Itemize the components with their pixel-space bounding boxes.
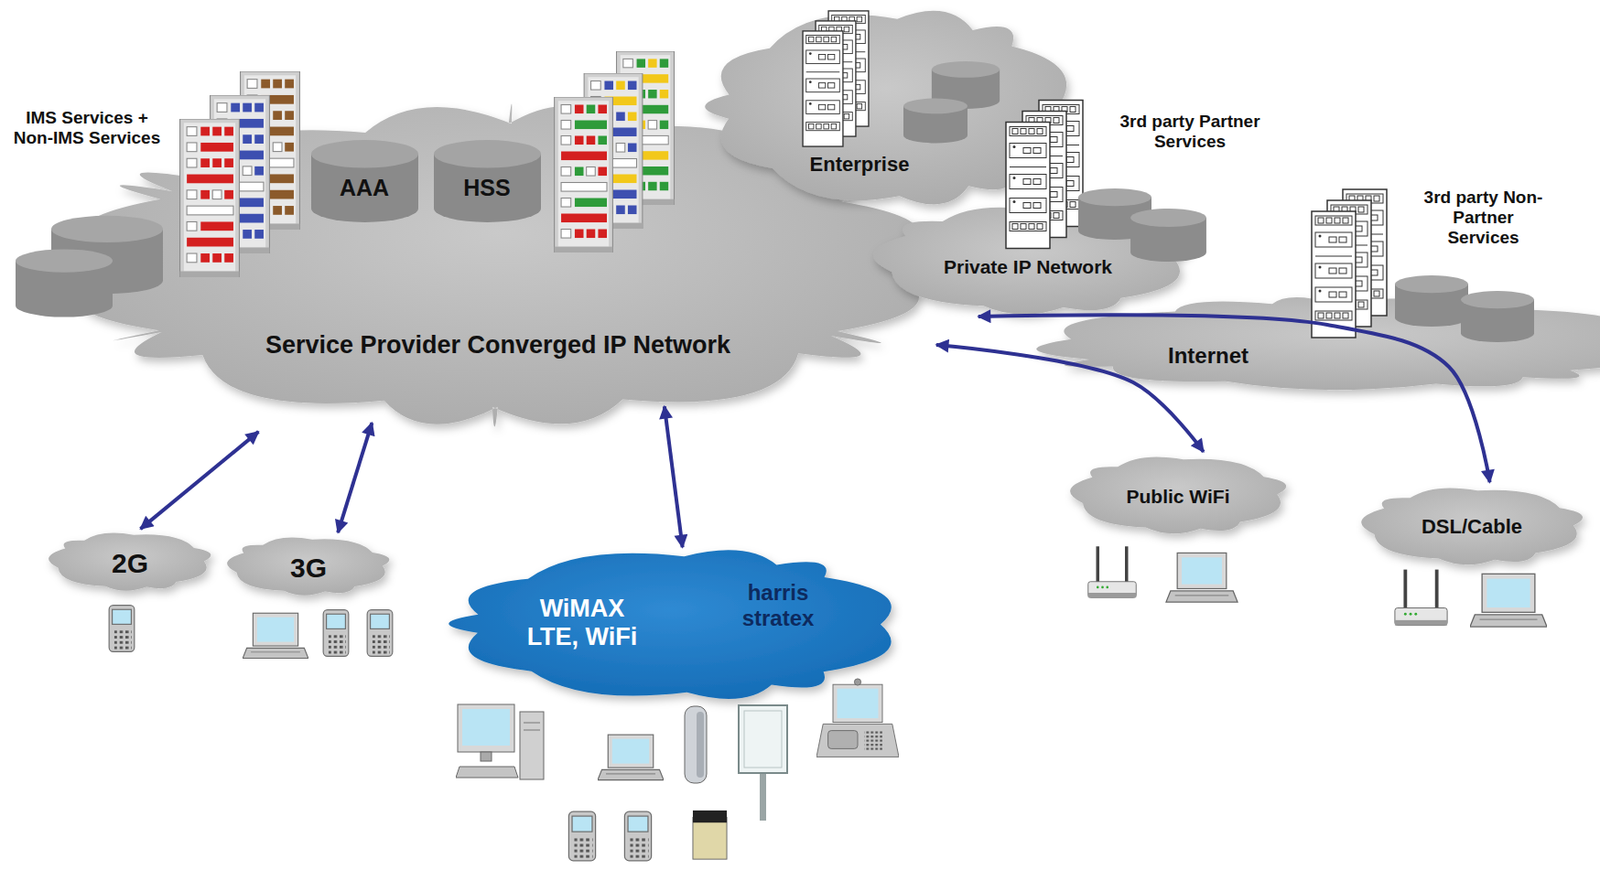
laptop-icon [242,613,309,659]
phone-icon [323,610,349,658]
storage-cylinder [1394,275,1469,327]
node-outline [64,100,934,431]
datacard-icon [692,810,727,860]
desktop-icon [455,704,544,780]
node-outline [704,4,1081,211]
cylinder-top [433,140,541,169]
network-cloud: Internet [1030,295,1600,393]
videophone-icon [816,679,899,758]
cylinder-top [311,140,419,169]
node-label: 2G [111,548,149,581]
node-outline [1030,295,1600,393]
double-arrow [664,406,683,548]
storage-cylinder [1460,291,1535,343]
node-label: Enterprise [810,152,910,176]
network-cloud: Service Provider Converged IP Network AAA… [64,100,934,431]
cloud-shape [448,550,892,700]
cloud-shape [48,533,211,592]
server-rack [1311,211,1356,338]
server-rack [554,97,614,253]
laptop-icon [1470,573,1547,628]
node-label: 3G [290,552,327,585]
node-label: WiMAX LTE, WiFi [516,594,649,652]
cloud-shape [227,538,390,596]
cloud-shape [1070,456,1287,534]
cloud-shape [1361,487,1583,565]
phone-icon [108,605,135,653]
double-arrow [337,422,372,533]
cloud-shape [1036,297,1600,390]
double-arrow [140,432,260,530]
server-rack [180,118,240,278]
network-cloud: 2G [45,530,215,593]
antenna-icon [738,705,788,822]
annotation-label: 3rd party Partner Services [1098,111,1282,152]
node-label: AAA [339,174,390,202]
router-icon [1088,546,1137,598]
node-label: Internet [1167,343,1249,369]
phone-icon [367,610,393,658]
network-cloud: DSL/Cable [1357,485,1588,567]
node-label: Private IP Network [943,256,1113,279]
phone-icon [568,811,595,862]
node-outline [448,545,909,704]
node-label: Public WiFi [1126,486,1231,509]
node-label: harris stratex [732,580,824,631]
network-cloud: 3G [224,535,393,597]
network-cloud: Public WiFi [1066,454,1291,536]
router-icon [1394,570,1448,627]
modem-icon [684,706,707,784]
database-cylinder: AAA [311,140,419,223]
network-cloud: Private IP Network [867,203,1195,317]
node-label: DSL/Cable [1421,515,1523,539]
database-cylinder: HSS [433,140,541,223]
network-cloud: Enterprise [704,4,1081,211]
node-label: HSS [463,174,510,202]
end-devices [108,546,1547,862]
annotation-label: 3rd party Non-Partner Services [1416,187,1550,249]
laptop-icon [1166,552,1238,603]
cloud-shape [704,10,1067,206]
server-rack [802,31,844,147]
laptop-icon [597,735,664,781]
network-cloud: WiMAX LTE, WiFi harris stratex [448,545,909,704]
storage-cylinder [903,98,968,144]
node-label: Service Provider Converged IP Network [265,331,731,360]
server-rack [1005,122,1050,249]
annotation-label: IMS Services + Non-IMS Services [5,108,169,149]
cloud-shape [873,207,1189,315]
storage-cylinder [15,248,113,317]
phone-icon [624,811,651,862]
storage-cylinder [1130,208,1207,262]
